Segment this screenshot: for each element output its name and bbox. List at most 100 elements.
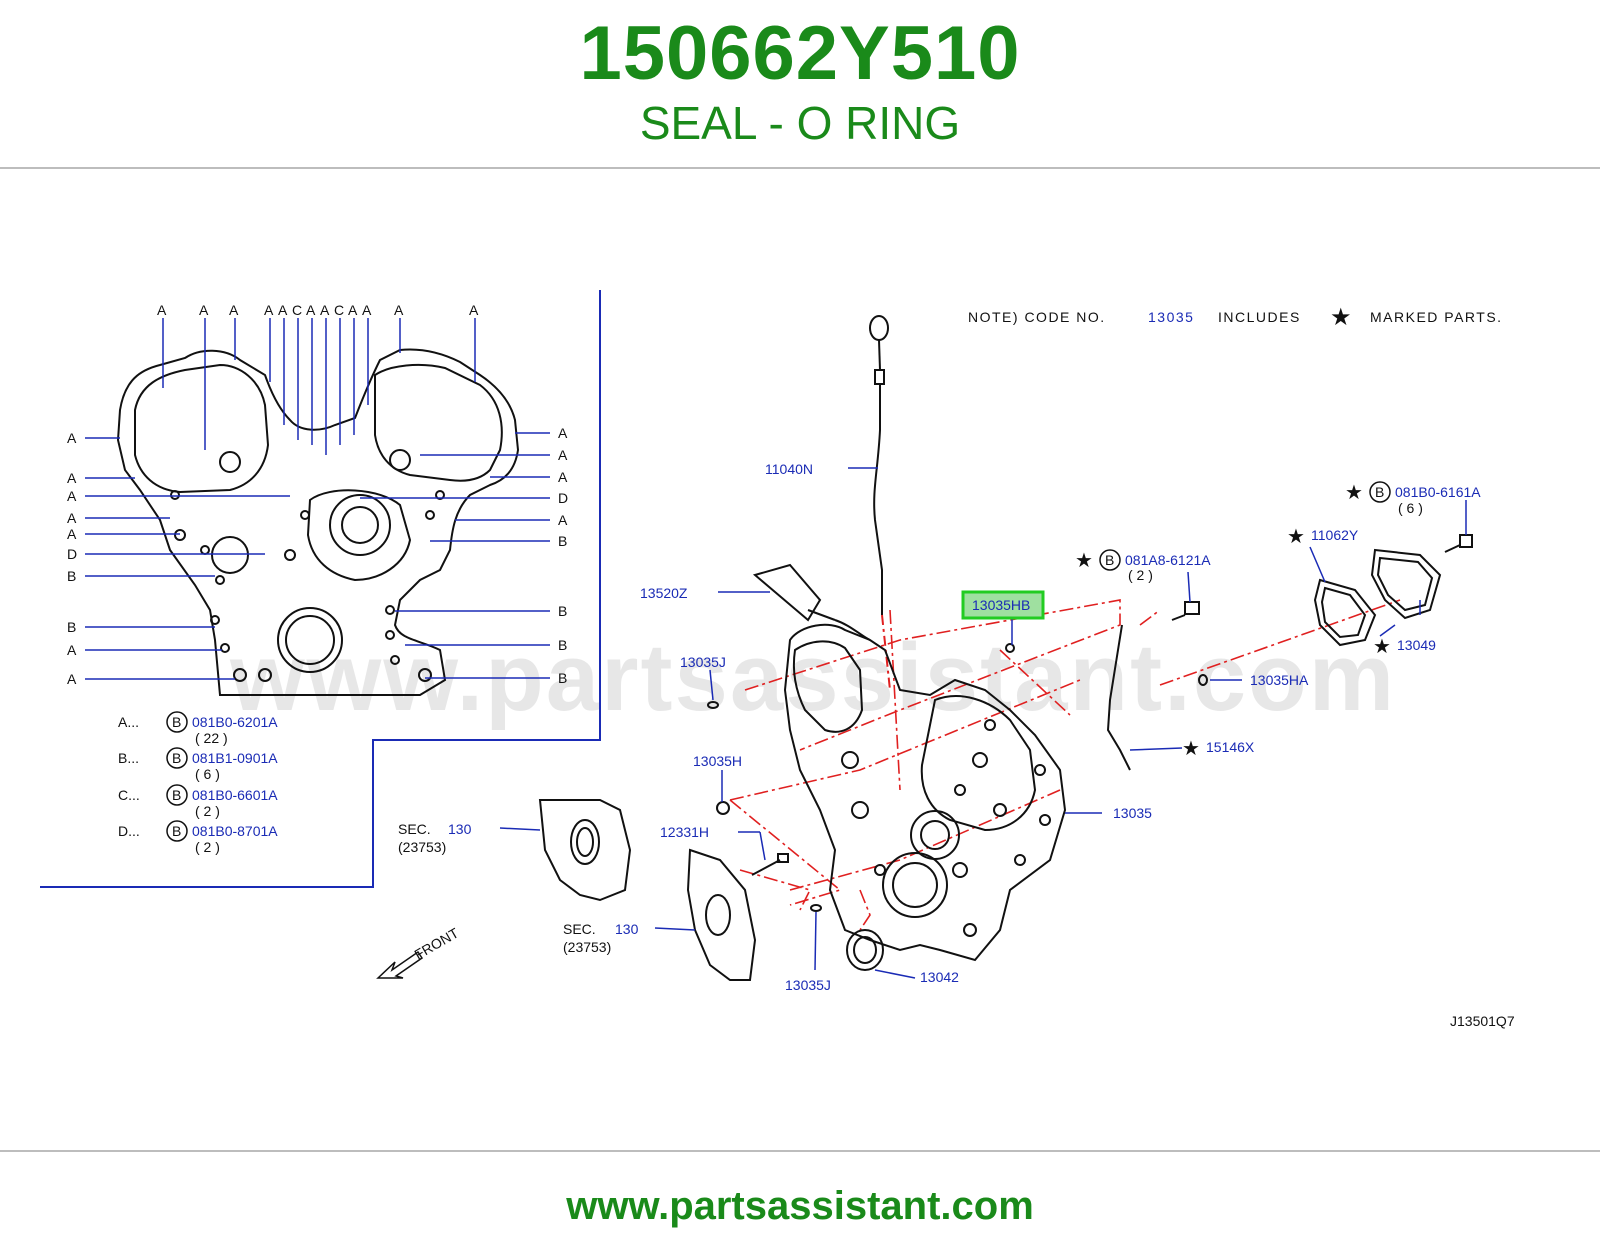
detail-letters-top: A A A A A C A A C A A A A xyxy=(157,302,479,318)
tube-15146x xyxy=(1106,624,1131,771)
legend-row: A... B 081B0-6201A ( 22 ) xyxy=(118,711,278,746)
star-icon: ★ xyxy=(1182,738,1200,760)
detail-letters-left: A A A A A D B B A A xyxy=(67,430,77,687)
svg-text:( 22 ): ( 22 ) xyxy=(195,730,228,746)
svg-text:(23753): (23753) xyxy=(563,939,611,955)
svg-text:MARKED PARTS.: MARKED PARTS. xyxy=(1370,309,1503,325)
star-icon: ★ xyxy=(1345,482,1363,504)
note: NOTE) CODE NO. 13035 INCLUDES MARKED PAR… xyxy=(968,309,1503,325)
part-number: 150662Y510 xyxy=(579,11,1021,96)
svg-text:B...: B... xyxy=(118,750,139,766)
cover-detail-drawing xyxy=(116,348,520,696)
alignment-lines xyxy=(729,599,1401,931)
letter: A xyxy=(264,302,274,318)
front-arrow: FRONT xyxy=(376,924,462,979)
svg-text:D...: D... xyxy=(118,823,140,839)
front-label: FRONT xyxy=(412,924,462,962)
callout-13035h: 13035H xyxy=(693,753,742,769)
legend-row: B... B 081B1-0901A ( 6 ) xyxy=(118,747,278,782)
letter: A xyxy=(558,425,568,441)
letter: A xyxy=(394,302,404,318)
letter: A xyxy=(278,302,288,318)
star-icon: ★ xyxy=(1075,550,1093,572)
letter: A xyxy=(67,510,77,526)
footer-url[interactable]: www.partsassistant.com xyxy=(566,1184,1034,1228)
cover-plate-upper xyxy=(538,799,632,902)
callout-081a8-6121a: 081A8-6121A xyxy=(1125,552,1211,568)
svg-text:A...: A... xyxy=(118,714,139,730)
part-name: SEAL - O RING xyxy=(639,97,961,149)
cover-13049 xyxy=(1370,548,1442,620)
callout-081b0-6161a: 081B0-6161A xyxy=(1395,484,1481,500)
detail-frame xyxy=(40,290,601,888)
o-rings xyxy=(707,643,1208,912)
svg-text:B: B xyxy=(1105,552,1114,568)
letter: B xyxy=(558,533,567,549)
letter: A xyxy=(558,512,568,528)
callouts: 11040N 13520Z 13035HB 13035J 13035H 1303… xyxy=(640,461,1481,993)
svg-text:SEC.: SEC. xyxy=(563,921,596,937)
callout-15146x: 15146X xyxy=(1206,739,1255,755)
svg-text:( 2 ): ( 2 ) xyxy=(195,803,220,819)
badge-icon xyxy=(1369,481,1391,503)
svg-text:081B0-8701A: 081B0-8701A xyxy=(192,823,278,839)
letter: A xyxy=(67,470,77,486)
svg-text:13035: 13035 xyxy=(1148,309,1194,325)
letter: C xyxy=(334,302,344,318)
section-refs: SEC. 130 (23753) SEC. 130 (23753) xyxy=(398,821,639,955)
letter: A xyxy=(67,430,77,446)
svg-text:081B0-6601A: 081B0-6601A xyxy=(192,787,278,803)
callout-13520z: 13520Z xyxy=(640,585,688,601)
header-divider xyxy=(0,167,1600,169)
cover-plate-lower xyxy=(686,848,757,981)
svg-text:B: B xyxy=(1375,484,1384,500)
letter: A xyxy=(157,302,167,318)
svg-text:( 2 ): ( 2 ) xyxy=(1128,567,1153,583)
callout-13035: 13035 xyxy=(1113,805,1152,821)
letter: A xyxy=(558,447,568,463)
svg-text:081B0-6201A: 081B0-6201A xyxy=(192,714,278,730)
letter: A xyxy=(362,302,372,318)
badge-icon xyxy=(1099,549,1121,571)
letter: A xyxy=(229,302,239,318)
detail-letters-right: A A A D A B B B B xyxy=(558,425,568,686)
callout-13035j-upper: 13035J xyxy=(680,654,726,670)
letter: B xyxy=(558,603,567,619)
legend-row: D... B 081B0-8701A ( 2 ) xyxy=(118,820,278,855)
detail-leaders xyxy=(85,318,550,680)
oil-seal-13042 xyxy=(846,929,884,971)
star-icon: ★ xyxy=(1287,526,1305,548)
pin-12331h xyxy=(751,853,789,876)
letter: A xyxy=(306,302,316,318)
callout-13035ha: 13035HA xyxy=(1250,672,1309,688)
callout-11040n: 11040N xyxy=(765,461,813,477)
svg-text:INCLUDES: INCLUDES xyxy=(1218,309,1301,325)
letter: A xyxy=(67,526,77,542)
letter: A xyxy=(67,642,77,658)
bolt-mid xyxy=(1171,601,1200,621)
highlight-box xyxy=(961,590,1045,620)
svg-text:B: B xyxy=(172,787,181,803)
bolt-legend: A... B 081B0-6201A ( 22 ) B... B 081B1-0… xyxy=(118,711,278,855)
diagram-code: J13501Q7 xyxy=(1450,1013,1515,1029)
callout-13035hb: 13035HB xyxy=(972,597,1030,613)
letter: D xyxy=(558,490,568,506)
footer-divider xyxy=(0,1150,1600,1152)
letter: C xyxy=(292,302,302,318)
svg-text:NOTE) CODE NO.: NOTE) CODE NO. xyxy=(968,309,1106,325)
letter: A xyxy=(469,302,479,318)
svg-text:(23753): (23753) xyxy=(398,839,446,855)
legend-row: C... B 081B0-6601A ( 2 ) xyxy=(118,784,278,819)
letter: A xyxy=(348,302,358,318)
svg-text:SEC.: SEC. xyxy=(398,821,431,837)
callout-leaders xyxy=(499,467,1467,979)
callout-13049: 13049 xyxy=(1397,637,1436,653)
bolt-right xyxy=(1444,534,1473,553)
letter: A xyxy=(558,469,568,485)
letter: B xyxy=(558,670,567,686)
parts-diagram: www.partsassistant.com xyxy=(40,290,1515,1029)
letter: B xyxy=(67,619,76,635)
letter: B xyxy=(558,637,567,653)
letter: A xyxy=(320,302,330,318)
callout-13035j-lower: 13035J xyxy=(785,977,831,993)
